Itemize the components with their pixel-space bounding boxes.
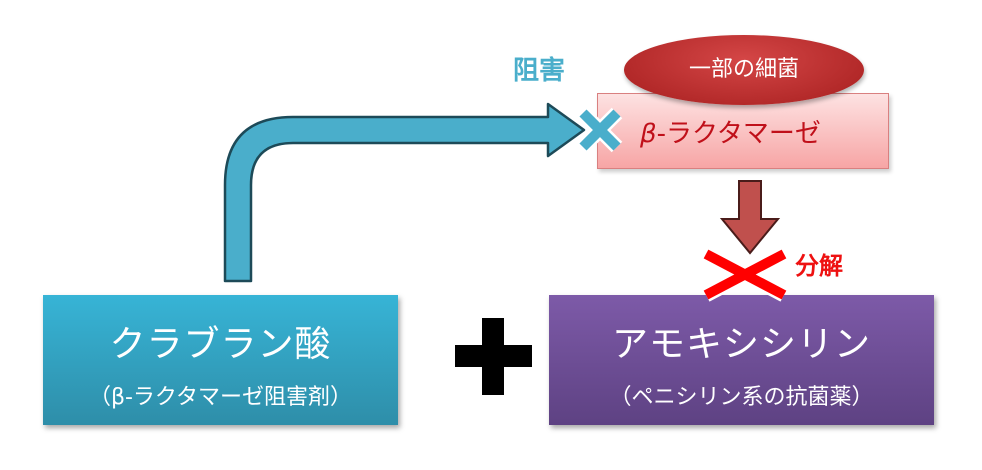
decompose-label: 分解 (795, 252, 843, 280)
bacteria-label: 一部の細菌 (688, 57, 799, 82)
amoxicillin-box: アモキシシリン （ペニシリン系の抗菌薬） (549, 295, 934, 425)
beta-symbol: β (640, 119, 657, 149)
amoxicillin-description: （ペニシリン系の抗菌薬） (609, 385, 874, 410)
clavulanic-acid-description: （β-ラクタマーゼ阻害剤） (88, 385, 353, 410)
beta-lactamase-name: -ラクタマーゼ (656, 119, 821, 149)
decompose-cross-icon (702, 247, 788, 302)
inhibit-arrow (223, 102, 586, 283)
decompose-arrow (719, 180, 781, 255)
amoxicillin-name: アモキシシリン (611, 324, 871, 365)
inhibit-cross-icon (577, 107, 623, 153)
plus-icon (455, 318, 532, 395)
beta-lactamase-box (597, 93, 889, 169)
clavulanic-acid-box: クラブラン酸 （β-ラクタマーゼ阻害剤） (43, 295, 398, 425)
clavulanic-acid-name: クラブラン酸 (109, 324, 332, 365)
beta-lactamase-label: β-ラクタマーゼ (640, 113, 821, 150)
inhibit-label: 阻害 (513, 56, 566, 86)
bacteria-ellipse: 一部の細菌 (624, 35, 864, 105)
